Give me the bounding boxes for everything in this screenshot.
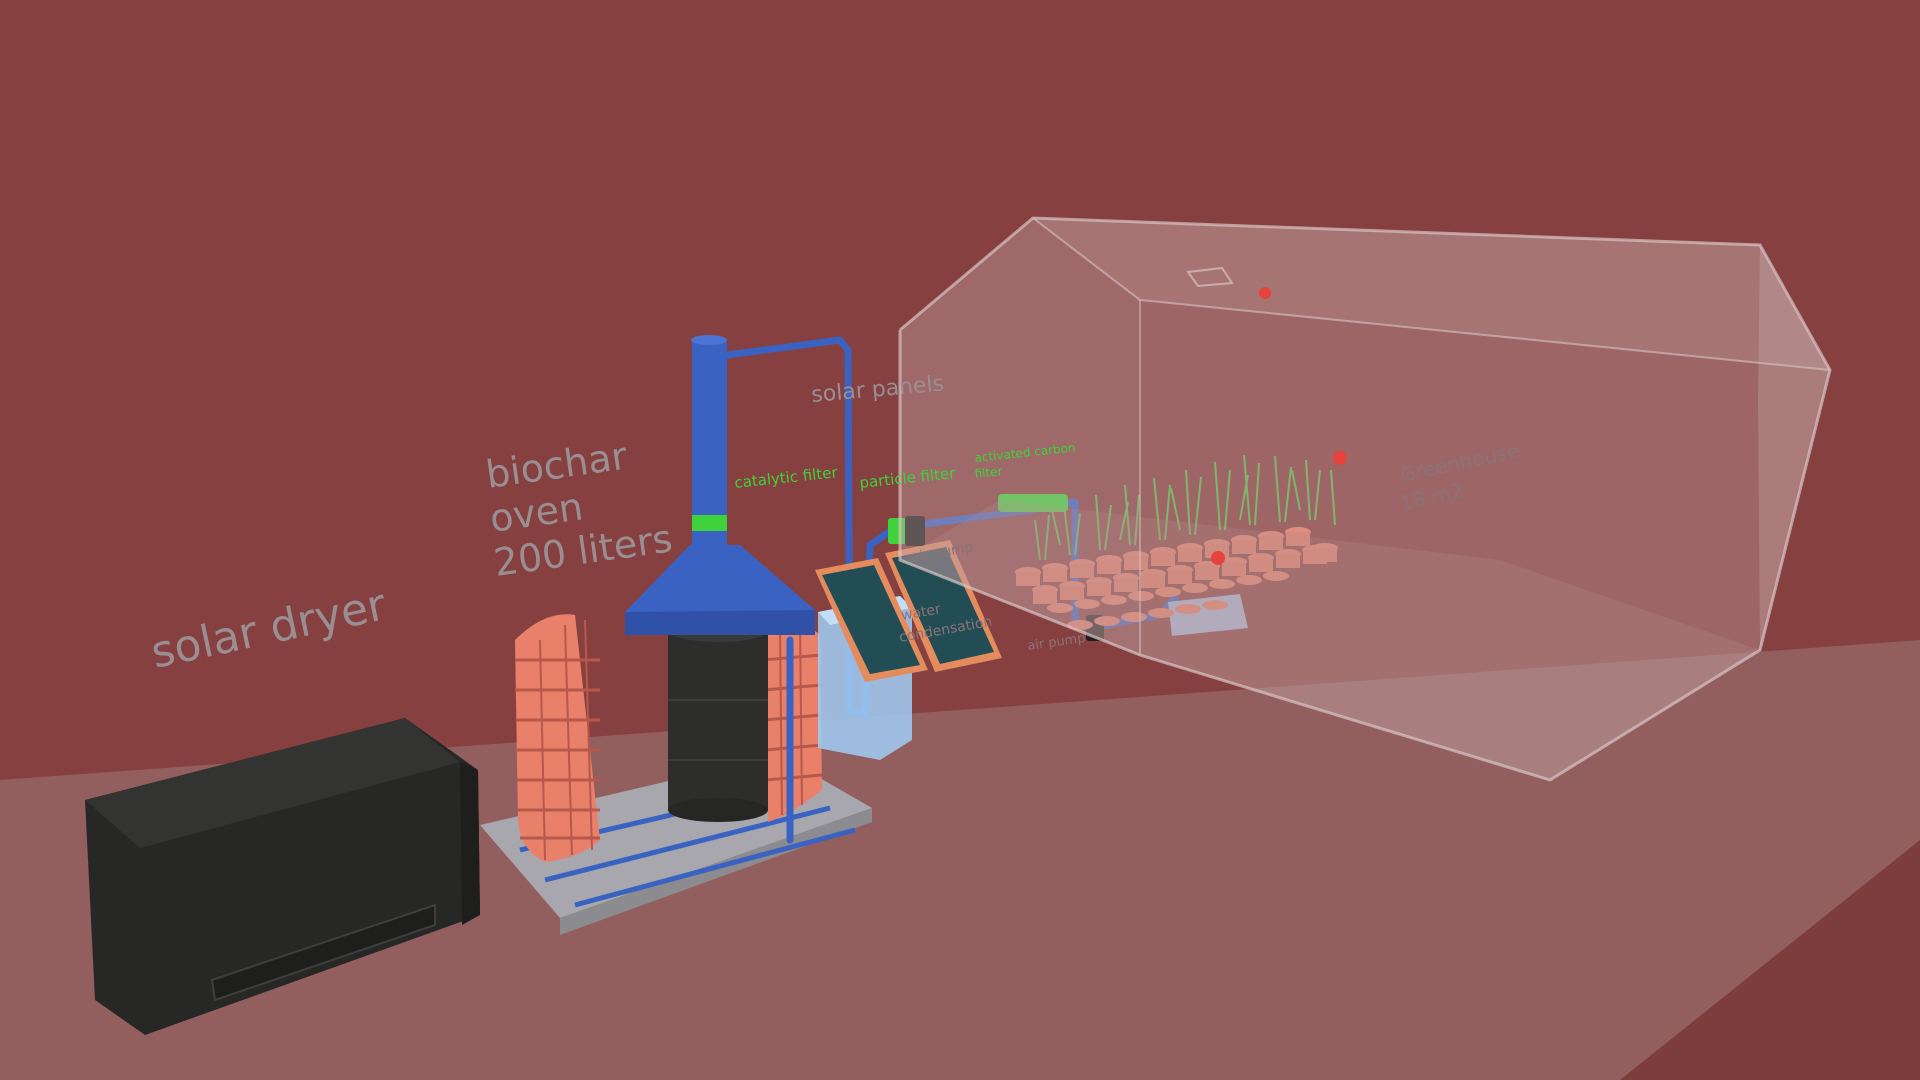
solar-panel-1[interactable] [815, 558, 928, 682]
air-pump-upper[interactable] [888, 516, 925, 546]
catalytic-filter-ring [692, 515, 727, 531]
sensor-dot-lower[interactable] [1211, 551, 1225, 565]
plant-foliage [1034, 454, 1336, 561]
activated-carbon-filter[interactable] [998, 494, 1068, 512]
plant-pot-bodies [1016, 532, 1337, 604]
floor-plane [0, 640, 1920, 1080]
solar-panel-2[interactable] [885, 540, 1002, 672]
sensor-dot-upper[interactable] [1259, 287, 1271, 299]
label-catalytic-filter: catalytic filter [734, 463, 840, 492]
brick-wall-left [515, 614, 600, 862]
greenhouse-structure[interactable] [898, 216, 1832, 782]
solar-dryer-box[interactable] [85, 718, 480, 1035]
label-water: water [900, 601, 942, 624]
floor-right-edge [1620, 840, 1920, 1080]
label-solar-dryer: solar dryer [147, 579, 392, 679]
sensor-dot-middle[interactable] [1333, 451, 1347, 465]
label-air-pump-lower: air pump [1026, 631, 1086, 654]
oven-hood [625, 545, 815, 635]
biochar-oven-barrel[interactable] [668, 618, 768, 822]
label-activated-carbon-filter: filter [974, 464, 1003, 481]
chimney-pipe [691, 335, 727, 550]
